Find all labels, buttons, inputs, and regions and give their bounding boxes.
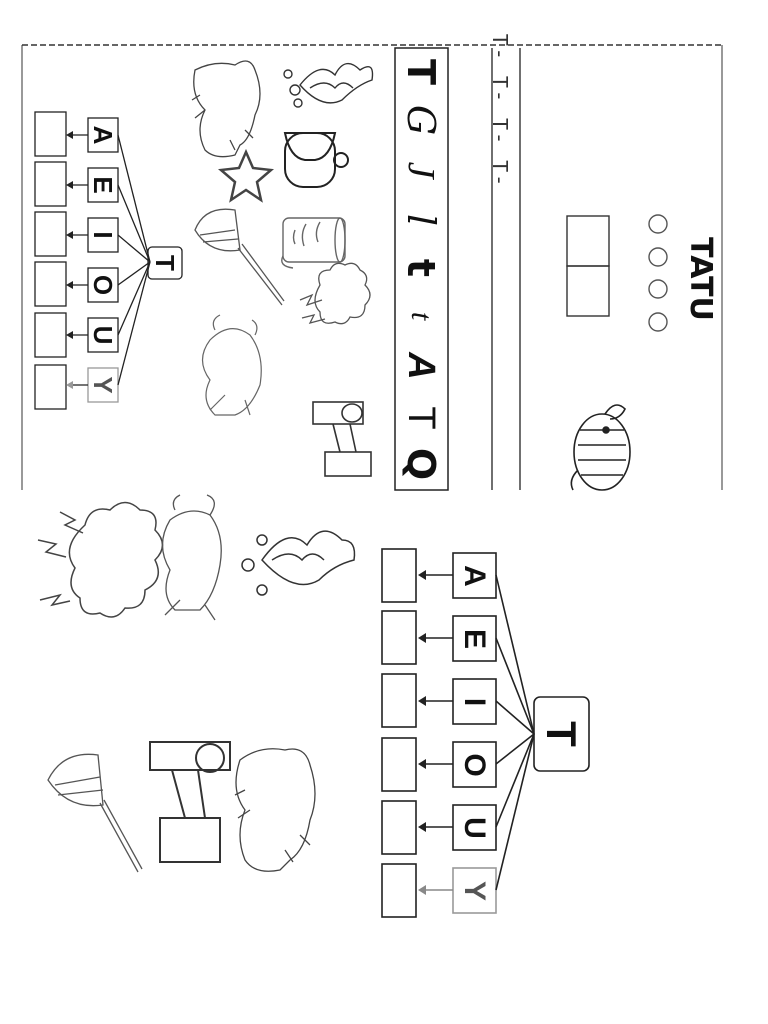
tracing-lines <box>491 48 521 490</box>
letter-form-7: A <box>400 352 443 380</box>
letter-form-9: Q <box>399 447 443 481</box>
large-vowel-u: U <box>458 817 491 839</box>
large-vowel-i: I <box>458 697 491 707</box>
fire-icon <box>283 62 374 108</box>
letter-form-6: t <box>405 311 438 321</box>
small-vowel-o: O <box>88 274 119 296</box>
large-hub-letter: T <box>538 721 585 747</box>
cat-icon <box>161 494 222 621</box>
bed-icon <box>312 401 372 477</box>
wolf-icon <box>191 60 261 158</box>
letter-form-4: l <box>399 213 443 227</box>
thunder-cloud-icon <box>37 501 164 618</box>
fire-icon <box>241 530 356 596</box>
bed-icon <box>149 741 231 863</box>
large-vowel-a: A <box>458 565 491 587</box>
small-vowel-u: U <box>88 325 119 345</box>
large-vowel-e: E <box>458 628 491 649</box>
cat-icon <box>201 314 262 416</box>
star-icon <box>218 148 274 203</box>
syllable-circles <box>648 214 668 332</box>
letter-form-3: J <box>400 161 442 179</box>
small-vowel-e: E <box>88 176 119 194</box>
title-answer-boxes <box>566 215 610 317</box>
small-vowel-y: Y <box>88 376 119 394</box>
broom-icon <box>47 753 143 873</box>
paint-bucket-icon <box>281 217 346 269</box>
cloud-icon <box>299 262 371 325</box>
armadillo-icon <box>570 404 631 491</box>
letter-form-1: T <box>399 59 443 85</box>
letter-form-8: T <box>400 406 443 430</box>
small-vowel-a: A <box>88 125 119 145</box>
bell-icon <box>283 132 349 188</box>
small-hub-diagram <box>34 111 183 410</box>
worksheet-title: TATU <box>683 237 719 321</box>
wolf-icon <box>234 748 316 872</box>
letter-forms-strip <box>394 47 449 491</box>
page-border <box>21 44 723 490</box>
broom-icon <box>194 208 285 306</box>
letter-form-5: t <box>399 258 443 278</box>
small-hub-letter: T <box>150 255 181 271</box>
letter-form-2: G <box>399 104 443 136</box>
small-vowel-i: I <box>88 231 119 239</box>
large-hub-diagram <box>381 548 590 918</box>
tracing-row: T- T- T- T- <box>488 33 512 189</box>
large-vowel-y: Y <box>458 880 491 901</box>
large-vowel-o: O <box>458 753 491 777</box>
